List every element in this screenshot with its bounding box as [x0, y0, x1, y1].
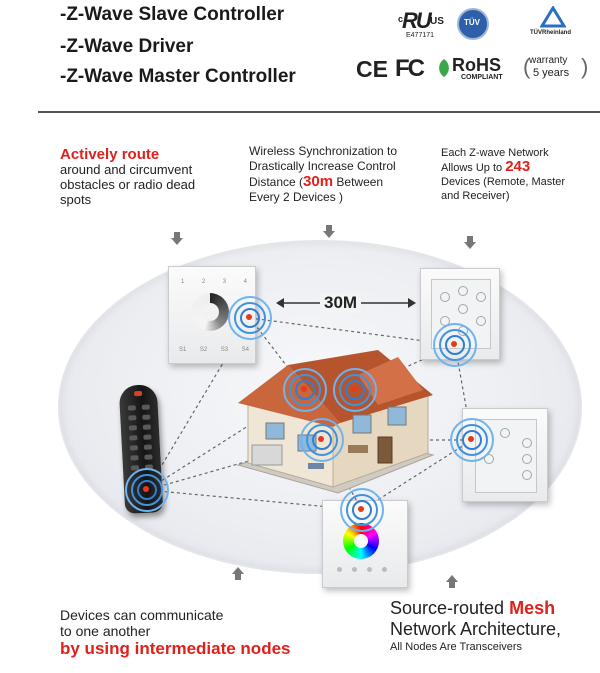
feature-driver: -Z-Wave Driver	[60, 36, 194, 57]
signal-node-icon	[340, 488, 384, 532]
signal-node-icon	[125, 468, 169, 512]
signal-node-icon	[283, 368, 327, 412]
ul-us-text: US	[430, 16, 444, 27]
caption-wireless-sync: Wireless Synchronization to Drastically …	[249, 144, 398, 204]
caption-actively-route: Actively route around and circumvent obs…	[60, 146, 196, 207]
signal-node-icon	[333, 368, 377, 412]
fcc-mark: FC	[395, 55, 425, 82]
dimmer-dial[interactable]	[191, 293, 229, 331]
tuv-logo: TÜV	[457, 8, 489, 40]
caption-intermediate-nodes: Devices can communicate to one another b…	[60, 607, 291, 658]
signal-node-icon	[300, 418, 344, 462]
signal-node-icon	[228, 296, 272, 340]
arrow-down-icon	[323, 225, 335, 238]
caption-243-devices: Each Z-wave Network Allows Up to 243 Dev…	[441, 147, 566, 202]
arrow-up-icon	[446, 575, 458, 588]
warranty-badge: warranty 5 years ( )	[523, 54, 589, 79]
header-divider	[38, 111, 600, 113]
ul-mark-text: c	[398, 14, 404, 24]
arrow-down-icon	[464, 236, 476, 249]
signal-node-icon	[433, 323, 477, 367]
caption-mesh-architecture: Source-routed Mesh Network Architecture,…	[390, 598, 562, 653]
feature-slave-controller: -Z-Wave Slave Controller	[60, 4, 285, 25]
arrow-down-icon	[171, 232, 183, 245]
feature-master-controller: -Z-Wave Master Controller	[60, 66, 296, 87]
distance-label: 30M	[320, 293, 362, 313]
arrow-up-icon	[232, 567, 244, 580]
ul-number: E477171	[406, 32, 435, 39]
ce-mark: CE	[356, 56, 388, 82]
signal-node-icon	[450, 418, 494, 462]
